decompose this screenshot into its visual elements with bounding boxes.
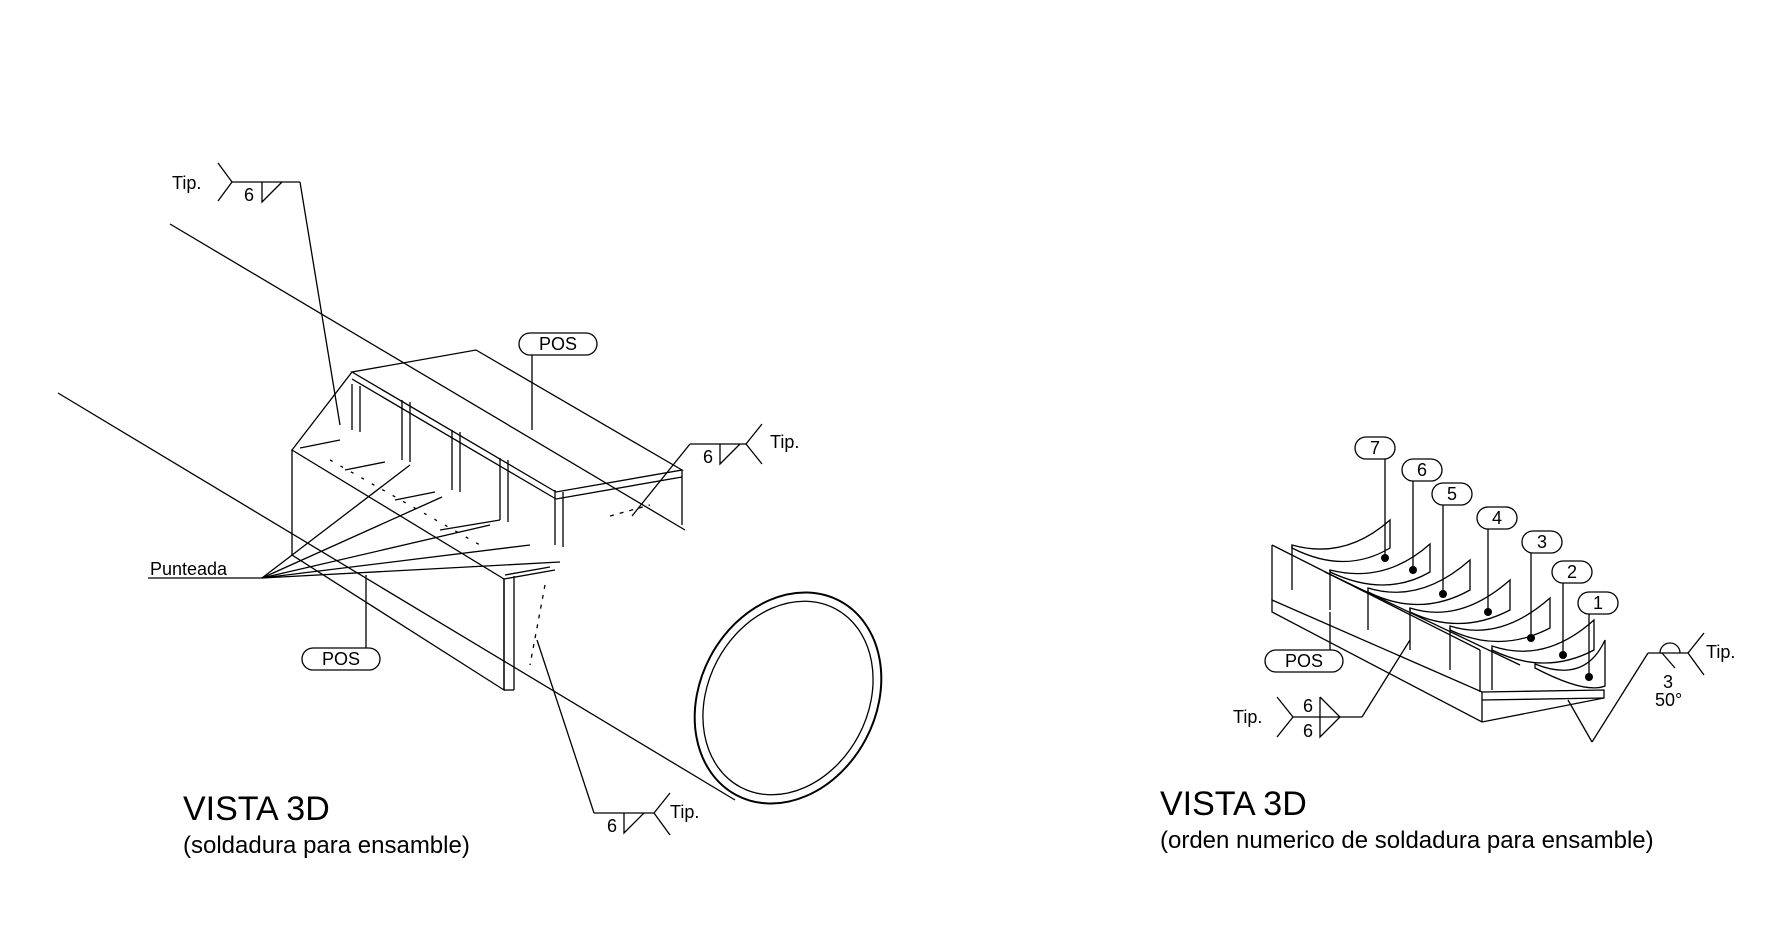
- svg-text:50°: 50°: [1655, 690, 1682, 710]
- right-view-subtitle: (orden numerico de soldadura para ensamb…: [1160, 827, 1654, 854]
- box-top-plate-edge: [351, 378, 557, 500]
- hidden-lines: [329, 459, 651, 666]
- pipe-bottom-edge: [57, 392, 736, 801]
- svg-text:2: 2: [1567, 562, 1577, 582]
- svg-text:POS: POS: [1285, 651, 1323, 671]
- box-front-lower: [503, 569, 556, 580]
- box-top-plate-edge2: [555, 476, 683, 500]
- right-view: 7 6 5 4 3 2 1 POS Tip. 6: [1160, 436, 1735, 854]
- left-view: Punteada POS POS Tip. 6: [57, 162, 883, 859]
- stiffeners: [299, 384, 564, 576]
- svg-text:6: 6: [1417, 460, 1427, 480]
- weld-symbol-left-right-view: Tip. 6 6: [1233, 639, 1411, 741]
- punteada-label: Punteada: [150, 559, 228, 579]
- svg-text:6: 6: [1303, 696, 1313, 716]
- saddles: [1291, 518, 1606, 690]
- svg-text:1: 1: [1593, 593, 1603, 613]
- svg-text:POS: POS: [539, 334, 577, 354]
- svg-text:Tip.: Tip.: [1706, 642, 1735, 662]
- order-balloons: 7 6 5 4 3 2 1: [1354, 436, 1619, 681]
- svg-text:6: 6: [703, 447, 713, 467]
- weld-symbol-top-left: Tip. 6: [172, 162, 341, 426]
- punteada-arrows: [261, 464, 561, 579]
- right-view-title: VISTA 3D: [1160, 785, 1307, 823]
- svg-text:Tip.: Tip.: [770, 432, 799, 452]
- svg-text:6: 6: [244, 185, 254, 205]
- svg-text:Tip.: Tip.: [670, 802, 699, 822]
- svg-text:7: 7: [1370, 438, 1380, 458]
- svg-text:6: 6: [607, 816, 617, 836]
- weld-symbol-bottom: Tip. 6: [536, 639, 699, 836]
- pos-top-balloon: POS: [518, 332, 598, 430]
- svg-text:Tip.: Tip.: [172, 173, 201, 193]
- svg-text:POS: POS: [322, 649, 360, 669]
- box-side-top: [291, 371, 353, 451]
- svg-text:6: 6: [1303, 721, 1313, 741]
- svg-text:3: 3: [1663, 672, 1673, 692]
- weld-symbol-right-right-view: Tip. 3 50°: [1567, 632, 1735, 743]
- svg-text:5: 5: [1447, 484, 1457, 504]
- left-view-subtitle: (soldadura para ensamble): [183, 832, 470, 859]
- left-view-title: VISTA 3D: [183, 790, 330, 828]
- pos-balloon-right: POS: [1264, 612, 1344, 673]
- pipe-end-inner: [702, 600, 874, 796]
- svg-text:3: 3: [1537, 532, 1547, 552]
- pipe-end-outer: [693, 591, 883, 805]
- pipe-top-edge: [169, 223, 686, 531]
- weld-symbol-right: Tip. 6: [631, 423, 799, 517]
- svg-text:Tip.: Tip.: [1233, 707, 1262, 727]
- pos-bottom-balloon: POS: [301, 575, 381, 671]
- svg-text:4: 4: [1492, 508, 1502, 528]
